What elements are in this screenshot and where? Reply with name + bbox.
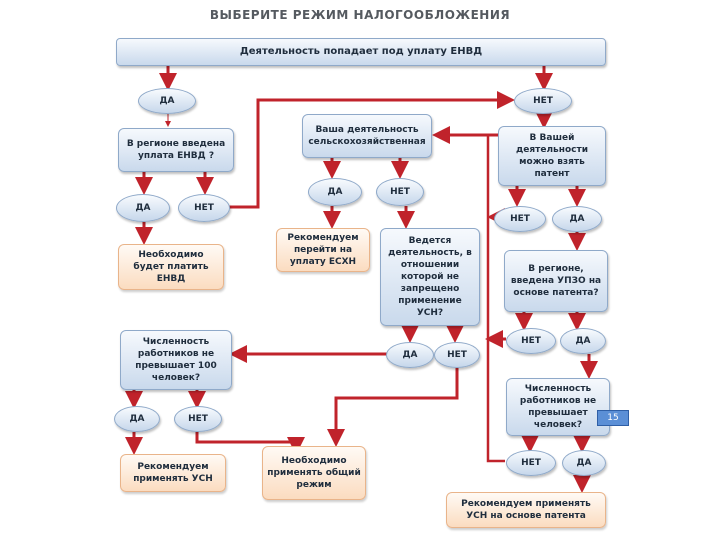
question-staff-100: Численность работников не превышает 100 … [120,330,232,390]
answer-yes-region-patent: ДА [560,328,606,354]
answer-yes-staff-patent: ДА [562,450,606,476]
answer-yes-usn-allowed: ДА [386,342,434,368]
question-region-patent: В регионе, введена УПЗО на основе патент… [504,250,608,312]
arrow [228,91,515,209]
answer-no-staff-patent: НЕТ [506,450,556,476]
question-usn-allowed: Ведется деятельность, в отношении которо… [380,228,480,326]
arrow [327,368,459,447]
question-patent-possible: В Вашей деятельности можно взять патент [498,126,606,186]
result-general-regime: Необходимо применять общий режим [262,446,366,500]
question-staff-patent: Численность работников не превышает чело… [506,378,610,436]
answer-no-envd: НЕТ [514,88,572,114]
answer-yes-staff-100: ДА [114,406,160,432]
result-usn: Рекомендуем применять УСН [120,454,226,492]
answer-yes-patent-possible: ДА [552,206,602,232]
answer-no-usn-allowed: НЕТ [434,342,480,368]
question-envd: Деятельность попадает под уплату ЕНВД [116,38,606,66]
result-envd: Необходимо будет платить ЕНВД [118,244,224,290]
answer-no-patent-possible: НЕТ [494,206,546,232]
answer-no-region-patent: НЕТ [506,328,556,354]
question-agricultural: Ваша деятельность сельскохозяйственная [302,114,432,158]
result-usn-patent: Рекомендуем применять УСН на основе пате… [446,492,606,528]
answer-yes-agricultural: ДА [308,178,362,206]
question-region-envd: В регионе введена уплата ЕНВД ? [118,128,234,172]
answer-yes-envd: ДА [138,88,196,114]
page-title: ВЫБЕРИТЕ РЕЖИМ НАЛОГООБЛОЖЕНИЯ [209,8,511,22]
arrow [486,135,505,463]
result-eshn: Рекомендуем перейти на уплату ЕСХН [276,228,370,272]
page-number-badge: 15 [597,410,629,426]
answer-no-agricultural: НЕТ [376,178,424,206]
answer-no-region-envd: НЕТ [178,194,230,222]
answer-yes-region-envd: ДА [116,194,170,222]
answer-no-staff-100: НЕТ [174,406,222,432]
